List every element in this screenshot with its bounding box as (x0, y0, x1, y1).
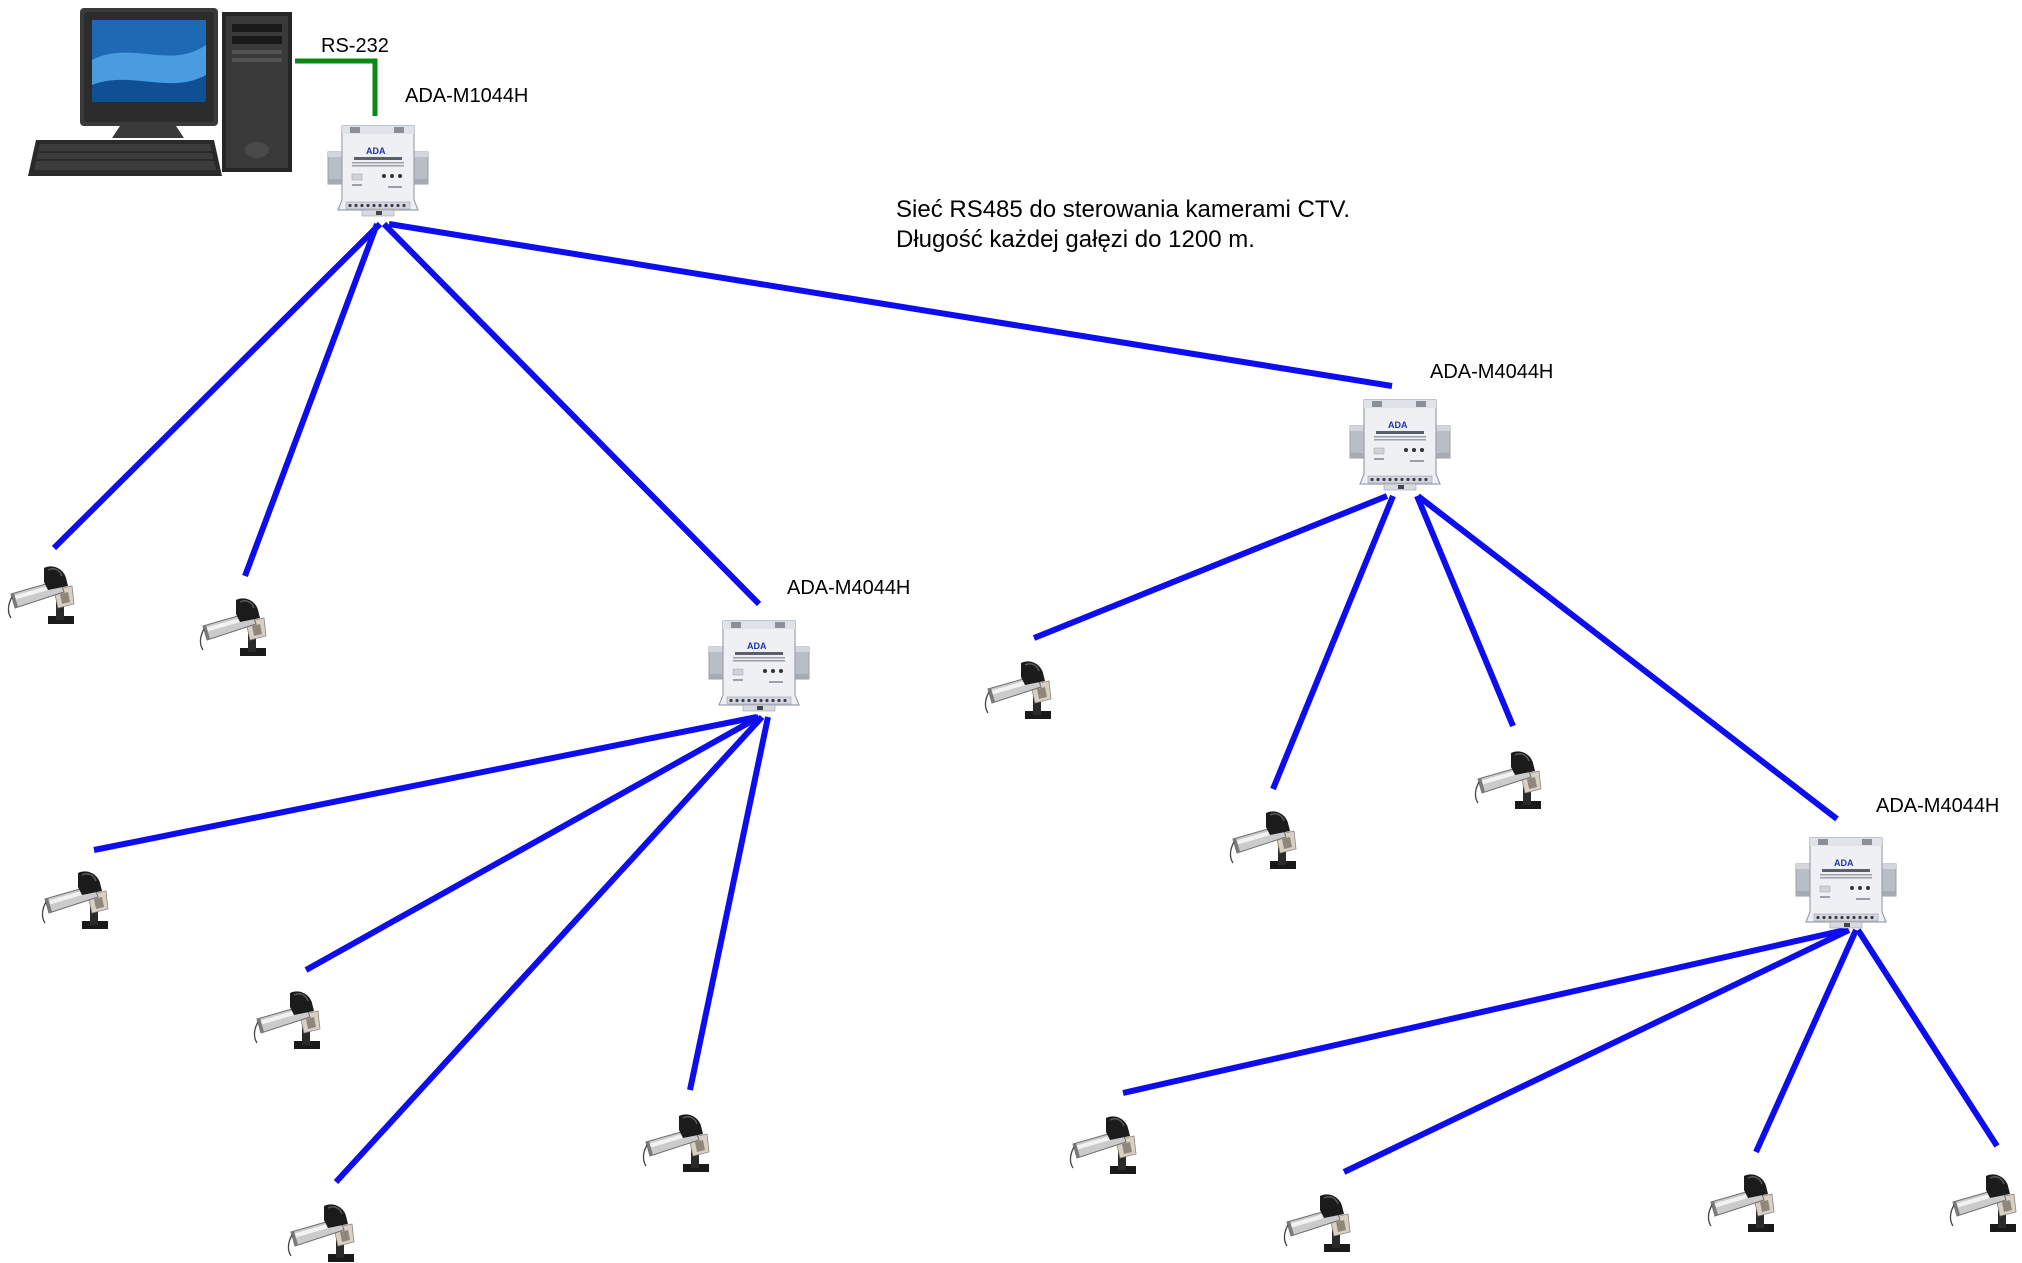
camera-icon (253, 990, 321, 1050)
converter-root-icon (327, 125, 429, 217)
root-converter-label: ADA-M1044H (405, 85, 528, 107)
converter-hub-right-icon (1349, 399, 1451, 491)
rs485-lines (51, 221, 2000, 1185)
description-line-2: Długość każdej gałęzi do 1200 m. (896, 226, 1255, 253)
camera-icon (287, 1203, 355, 1263)
camera-icon (1283, 1193, 1351, 1253)
camera-icon (1949, 1173, 2017, 1233)
camera-icon (1229, 810, 1297, 870)
camera-icon (1474, 750, 1542, 810)
camera-icon (1707, 1173, 1775, 1233)
converter-hub-left-icon (708, 620, 810, 712)
desktop-computer-icon (28, 8, 292, 176)
rs232-label: RS-232 (321, 35, 389, 57)
camera-icon (984, 660, 1052, 720)
camera-icon (7, 565, 75, 625)
camera-icon (199, 597, 267, 657)
camera-icon (1069, 1115, 1137, 1175)
camera-icon (41, 870, 109, 930)
hub-right-lower-label: ADA-M4044H (1876, 795, 1999, 817)
hub-left-label: ADA-M4044H (787, 577, 910, 599)
description-line-1: Sieć RS485 do sterowania kamerami CTV. (896, 196, 1350, 223)
camera-icon (642, 1113, 710, 1173)
hub-right-label: ADA-M4044H (1430, 361, 1553, 383)
rs232-link (295, 58, 378, 116)
converter-hub-right-lower-icon (1795, 837, 1897, 929)
